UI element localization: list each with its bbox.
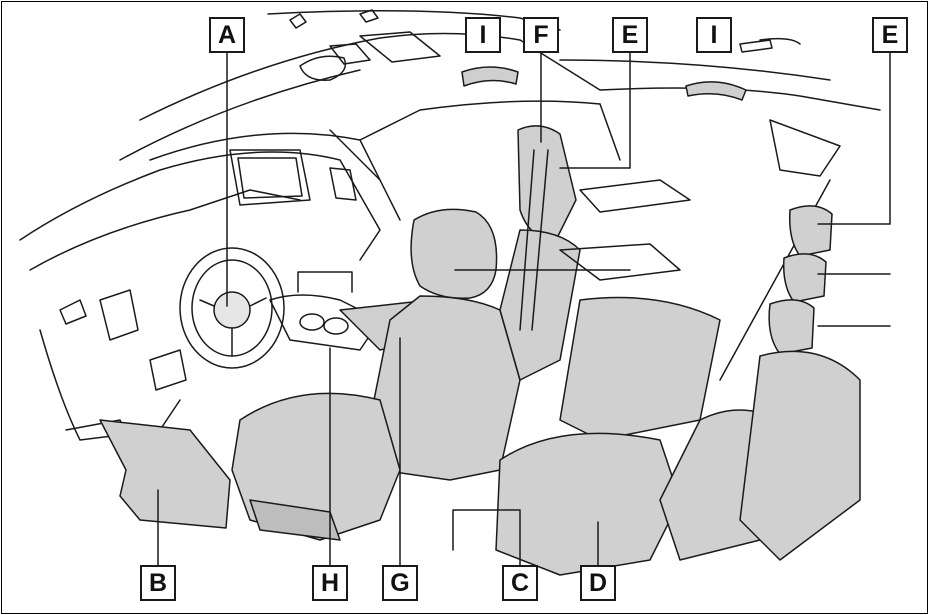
callout-label-c: C xyxy=(502,565,538,601)
callout-label-d: D xyxy=(580,565,616,601)
callout-label-e-center: E xyxy=(612,17,648,53)
callout-label-f: F xyxy=(523,17,559,53)
callout-label-a: A xyxy=(209,17,245,53)
callout-label-b: B xyxy=(140,565,176,601)
callout-label-i-left: I xyxy=(465,17,501,53)
leader-lines xyxy=(157,51,891,568)
steering-wheel xyxy=(179,247,285,369)
callout-label-g: G xyxy=(382,565,418,601)
callout-label-h: H xyxy=(312,565,348,601)
overhead-console xyxy=(289,9,441,81)
windshield-and-pillars xyxy=(149,100,621,221)
callout-label-e-right: E xyxy=(872,17,908,53)
passenger-seat xyxy=(499,125,581,381)
front-floor-mat xyxy=(99,419,231,529)
callout-label-i-right: I xyxy=(696,17,732,53)
front-seat xyxy=(231,208,521,541)
rear-headrests xyxy=(739,205,861,561)
grab-handles xyxy=(461,66,747,101)
